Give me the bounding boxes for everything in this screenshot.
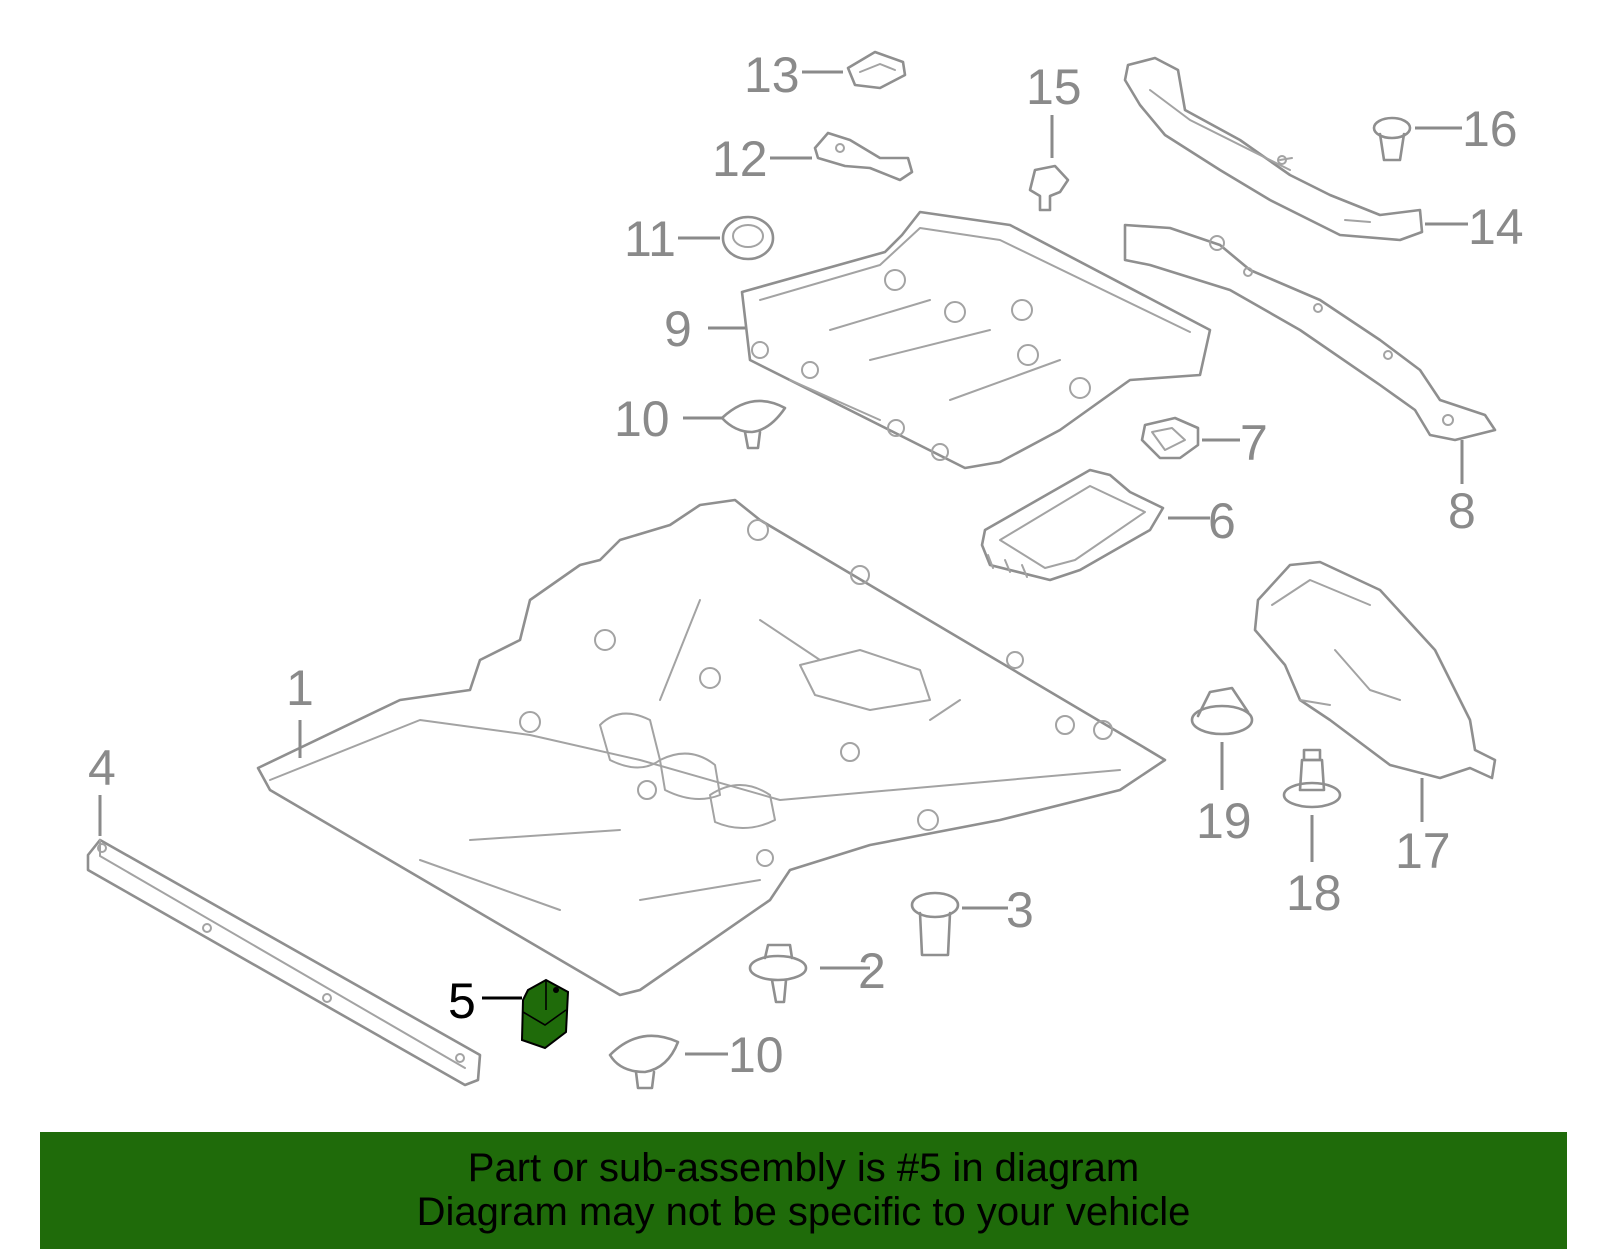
callout-11: 11 — [624, 211, 676, 267]
part-16-clip[interactable] — [1372, 116, 1412, 162]
info-banner: Part or sub-assembly is #5 in diagram Di… — [40, 1132, 1567, 1249]
callout-2: 2 — [858, 943, 886, 999]
part-14-reinforcement[interactable] — [1123, 56, 1424, 242]
callout-15: 15 — [1026, 59, 1082, 115]
callout-6: 6 — [1208, 493, 1236, 549]
callout-9: 9 — [664, 301, 692, 357]
part-19-nut[interactable] — [1190, 686, 1254, 736]
callout-19: 19 — [1196, 793, 1252, 849]
callout-14: 14 — [1468, 199, 1524, 255]
part-18-screw[interactable] — [1282, 748, 1342, 809]
part-1-shield[interactable] — [256, 498, 1167, 997]
part-10-rivet-upper[interactable] — [720, 399, 787, 450]
callout-3: 3 — [1006, 882, 1034, 938]
part-15-bolt[interactable] — [1028, 164, 1070, 212]
callout-10-upper: 10 — [614, 391, 670, 447]
part-8-rail[interactable] — [1123, 223, 1497, 442]
part-13-clip[interactable] — [846, 50, 907, 90]
callout-1: 1 — [286, 660, 314, 716]
part-17-side-shield[interactable] — [1253, 560, 1497, 780]
banner-line-1: Part or sub-assembly is #5 in diagram — [467, 1146, 1140, 1190]
callout-10-lower: 10 — [728, 1027, 784, 1083]
part-7-cap[interactable] — [1140, 416, 1200, 460]
callout-5: 5 — [448, 973, 476, 1029]
part-3-insert[interactable] — [910, 891, 960, 957]
callout-arrows — [98, 70, 1468, 1056]
callout-7: 7 — [1240, 415, 1268, 471]
callout-labels: 1 2 3 4 5 6 7 8 9 10 10 11 12 13 14 15 1… — [88, 47, 1524, 1083]
part-11-grommet[interactable] — [721, 215, 775, 261]
callout-13: 13 — [744, 47, 800, 103]
callout-17: 17 — [1395, 823, 1451, 879]
part-9-shield[interactable] — [740, 210, 1212, 470]
part-6-plate[interactable] — [980, 468, 1165, 582]
part-5-bracket[interactable] — [520, 978, 570, 1050]
callout-4: 4 — [88, 740, 116, 796]
callout-12: 12 — [712, 131, 768, 187]
part-2-screw[interactable] — [748, 943, 808, 1004]
part-12-bracket[interactable] — [813, 131, 914, 182]
callout-18: 18 — [1286, 865, 1342, 921]
callout-8: 8 — [1448, 483, 1476, 539]
callout-16: 16 — [1462, 101, 1518, 157]
part-10-rivet-lower[interactable] — [608, 1034, 680, 1090]
banner-line-2: Diagram may not be specific to your vehi… — [416, 1190, 1191, 1234]
part-4-front-bar[interactable] — [86, 838, 482, 1087]
